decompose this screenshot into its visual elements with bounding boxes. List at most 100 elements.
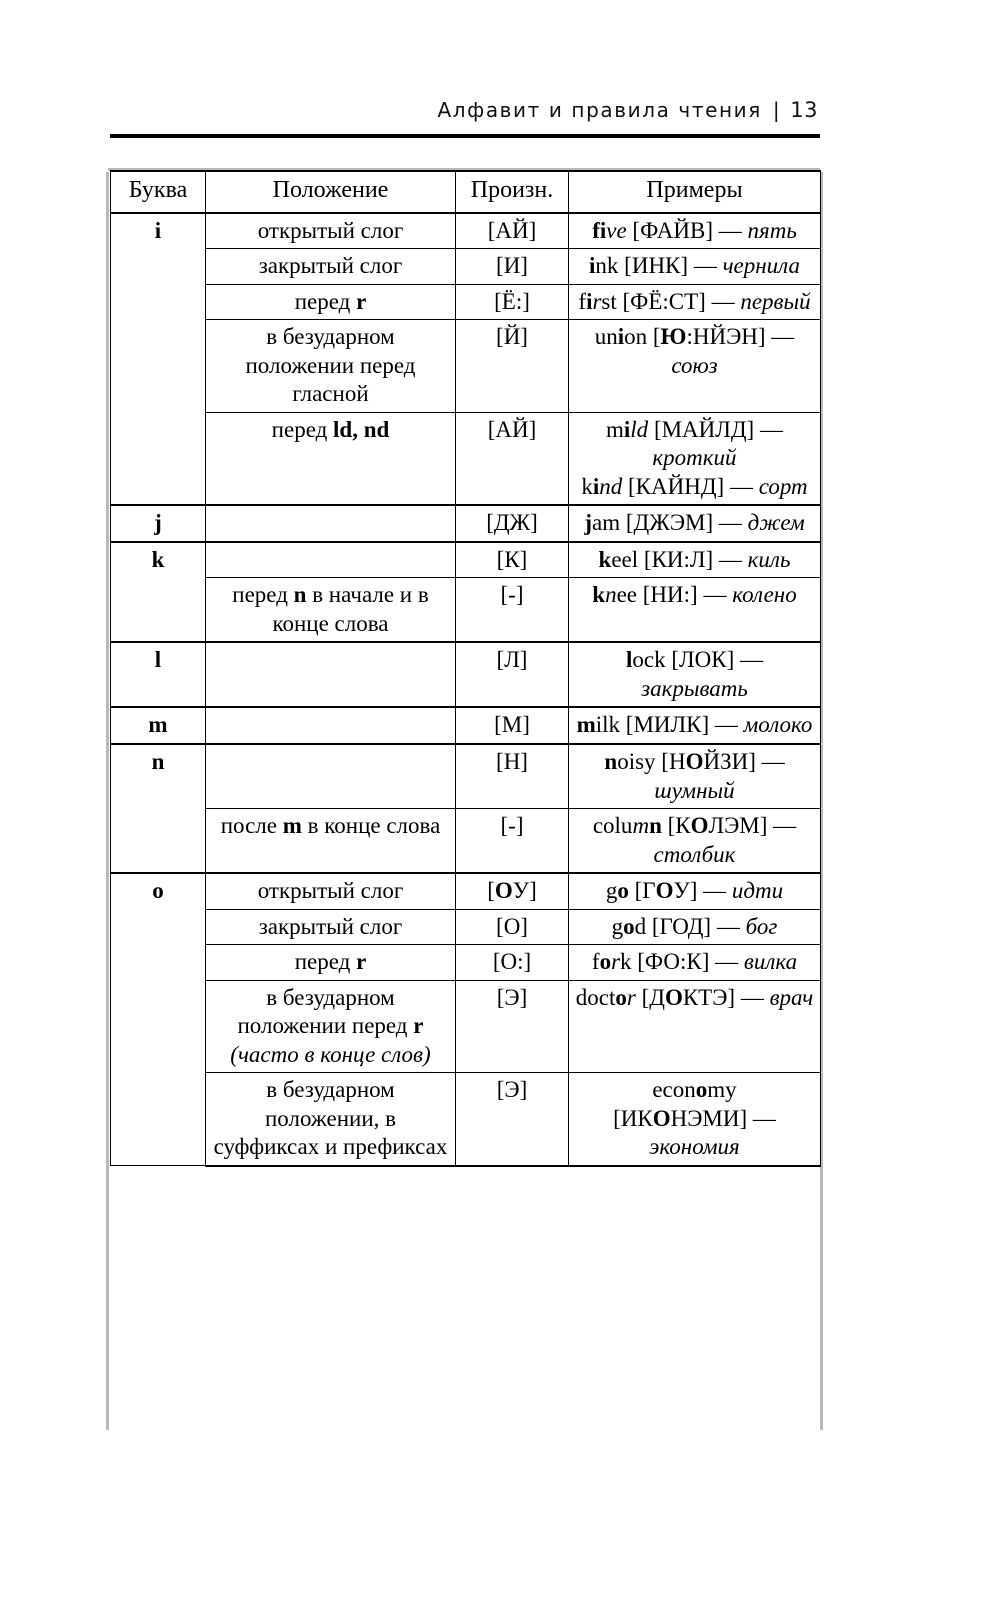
reading-rules-table: Буква Положение Произн. Примеры i открыт… bbox=[110, 170, 821, 1167]
example-word: lock bbox=[626, 647, 666, 673]
table-row: перед n в начале и в конце слова [-] kne… bbox=[111, 577, 821, 643]
position-cell: открытый слог bbox=[205, 212, 456, 250]
example-word: doctor bbox=[575, 984, 636, 1010]
letter-cell-l: l bbox=[110, 641, 206, 708]
position-cell: перед r bbox=[205, 283, 456, 321]
example-translation: джем bbox=[747, 510, 805, 536]
example-transcription: [ДОКТЭ] bbox=[641, 984, 736, 1010]
running-head: Алфавит и правила чтения | 13 bbox=[110, 98, 818, 122]
table-row: k [К] keel [КИ:Л] — киль bbox=[110, 540, 821, 643]
example-word: fork bbox=[591, 949, 632, 975]
position-cell bbox=[205, 641, 456, 708]
column-header-pronunciation: Произн. bbox=[455, 170, 569, 214]
table-row: n [Н] noisy [НОЙЗИ] — шумный bbox=[110, 742, 821, 874]
position-cell: в безударном положении перед r (часто в … bbox=[205, 979, 456, 1074]
example-transcription: [ДЖЭМ] bbox=[625, 510, 714, 536]
example-translation: идти bbox=[731, 878, 784, 904]
example-transcription: [МАЙЛД] bbox=[653, 416, 755, 442]
pronunciation-cell: [АЙ] bbox=[455, 411, 569, 506]
table-row: в безударном положении, в суффиксах и пр… bbox=[111, 1072, 821, 1167]
position-cell bbox=[205, 504, 456, 543]
table-row: перед r [О:] fork [ФО:К] — вилка bbox=[111, 944, 821, 981]
example-word: keel bbox=[598, 546, 639, 572]
letter-cell-j: j bbox=[110, 504, 206, 543]
table-row: закрытый слог [И] ink [ИНК] — чернила bbox=[111, 248, 821, 285]
position-cell: закрытый слог bbox=[205, 908, 456, 946]
example-word: ink bbox=[589, 253, 619, 279]
pronunciation-cell: [-] bbox=[455, 808, 569, 874]
example-translation: молоко bbox=[743, 712, 813, 738]
letter-cell-i: i bbox=[110, 212, 206, 506]
running-head-separator: | bbox=[772, 98, 782, 122]
example-word: god bbox=[611, 913, 647, 939]
pronunciation-cell: [М] bbox=[455, 706, 569, 745]
running-head-title: Алфавит и правила чтения bbox=[437, 98, 762, 122]
pronunciation-cell: [ДЖ] bbox=[455, 504, 569, 543]
example-transcription: [КОЛЭМ] bbox=[667, 813, 768, 839]
pronunciation-cell: [О:] bbox=[455, 944, 569, 981]
pronunciation-cell: [И] bbox=[455, 248, 569, 285]
example-translation: врач bbox=[769, 984, 814, 1010]
example-cell: god [ГОД] — бог bbox=[568, 908, 821, 946]
example-word: first bbox=[578, 288, 617, 314]
example-translation: киль bbox=[747, 546, 791, 572]
pronunciation-cell: [Э] bbox=[455, 1072, 569, 1167]
example-transcription: [ГОУ] bbox=[634, 878, 698, 904]
example-word: union bbox=[594, 324, 648, 350]
page-number: 13 bbox=[790, 98, 818, 122]
table-row: в безударном положении перед гласной [Й]… bbox=[111, 319, 821, 413]
pronunciation-cell: [Н] bbox=[455, 743, 569, 810]
position-cell: перед r bbox=[205, 944, 456, 981]
example-word: milk bbox=[576, 712, 621, 738]
example-translation: первый bbox=[740, 288, 811, 314]
example-cell: keel [КИ:Л] — киль bbox=[568, 540, 821, 579]
table-row: в безударном положении перед r (часто в … bbox=[111, 979, 821, 1074]
example-word: go bbox=[605, 878, 629, 904]
letter-cell-k: k bbox=[110, 540, 206, 643]
pronunciation-cell: [Ё:] bbox=[455, 283, 569, 321]
table-row: l [Л] lock [ЛОК] — закрывать bbox=[110, 641, 821, 708]
example-translation: бог bbox=[745, 913, 778, 939]
pronunciation-cell: [К] bbox=[455, 540, 569, 579]
example-cell: first [ФЁ:СТ] — первый bbox=[568, 283, 821, 321]
example-transcription-2: [КАЙНД] bbox=[628, 473, 725, 499]
example-word: knee bbox=[592, 582, 637, 608]
example-translation: союз bbox=[671, 352, 718, 378]
position-cell: в безударном положении, в суффиксах и пр… bbox=[205, 1072, 456, 1167]
example-translation: экономия bbox=[649, 1134, 740, 1160]
example-transcription: [КИ:Л] bbox=[643, 546, 714, 572]
table-shadow-left bbox=[106, 172, 109, 1430]
position-cell bbox=[205, 743, 456, 810]
pronunciation-cell: [Э] bbox=[455, 979, 569, 1074]
column-header-letter: Буква bbox=[110, 170, 206, 214]
pronunciation-cell: [-] bbox=[455, 577, 569, 643]
example-transcription: [НИ:] bbox=[642, 582, 698, 608]
pronunciation-cell: [Й] bbox=[455, 319, 569, 413]
example-cell: mild [МАЙЛД] — кроткий kind [КАЙНД] — со… bbox=[568, 411, 821, 506]
example-cell: jam [ДЖЭМ] — джем bbox=[568, 504, 821, 543]
example-cell: economy [ИКОНЭМИ] — экономия bbox=[568, 1072, 821, 1167]
example-word-2: kind bbox=[581, 473, 623, 499]
position-cell: открытый слог bbox=[205, 872, 456, 910]
position-cell: закрытый слог bbox=[205, 248, 456, 285]
example-translation: вилка bbox=[743, 949, 798, 975]
example-translation: шумный bbox=[654, 777, 735, 803]
example-cell: doctor [ДОКТЭ] — врач bbox=[568, 979, 821, 1074]
position-cell bbox=[205, 706, 456, 745]
position-cell: в безударном положении перед гласной bbox=[205, 319, 456, 413]
position-cell bbox=[205, 540, 456, 579]
example-transcription: [ГОД] bbox=[651, 913, 712, 939]
example-cell: union [Ю:НЙЭН] — союз bbox=[568, 319, 821, 413]
example-transcription: [ФО:К] bbox=[637, 949, 710, 975]
letter-cell-n: n bbox=[110, 742, 206, 874]
position-cell: после m в конце слова bbox=[205, 808, 456, 874]
example-transcription: [ФЁ:СТ] bbox=[622, 288, 706, 314]
example-translation: пять bbox=[747, 217, 797, 243]
example-translation: колено bbox=[732, 582, 797, 608]
example-translation: кроткий bbox=[652, 445, 737, 471]
table-row: j [ДЖ] jam [ДЖЭМ] — джем bbox=[110, 504, 821, 543]
example-word: mild bbox=[606, 416, 649, 442]
example-transcription: [МИЛК] bbox=[625, 712, 710, 738]
example-cell: ink [ИНК] — чернила bbox=[568, 248, 821, 285]
